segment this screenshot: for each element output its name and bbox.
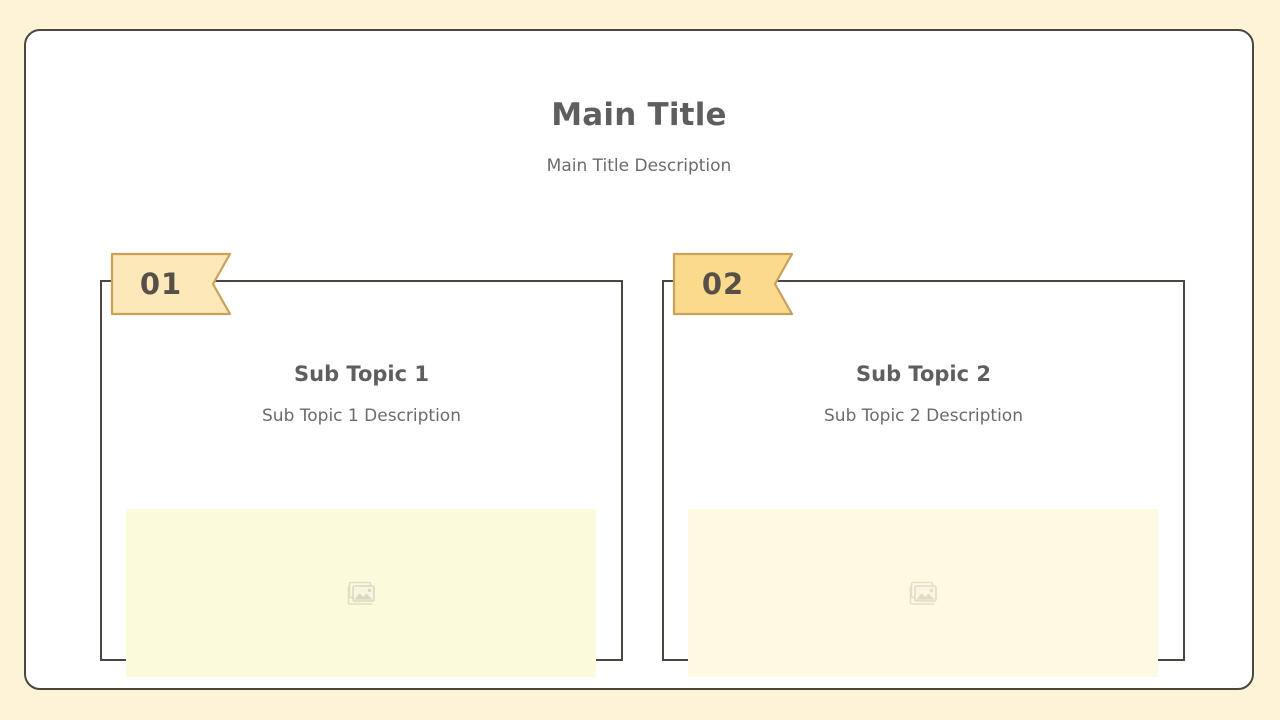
topic-2-image-placeholder[interactable] <box>688 509 1158 677</box>
topic-2-number: 02 <box>701 267 745 301</box>
topic-card-2[interactable]: 02 Sub Topic 2 Sub Topic 2 Description <box>662 251 1185 677</box>
photos-image-icon <box>909 581 937 605</box>
page-title: Main Title <box>551 97 727 133</box>
slide-frame: Main Title Main Title Description 01 Sub… <box>24 29 1254 690</box>
topic-1-image-placeholder[interactable] <box>126 509 596 677</box>
topic-1-title: Sub Topic 1 <box>294 362 429 386</box>
topic-1-description: Sub Topic 1 Description <box>262 406 461 426</box>
topic-2-title: Sub Topic 2 <box>856 362 991 386</box>
page-subtitle: Main Title Description <box>546 156 732 176</box>
topic-2-description: Sub Topic 2 Description <box>824 406 1023 426</box>
photos-image-icon <box>347 581 375 605</box>
topic-1-number: 01 <box>139 267 183 301</box>
ribbon-flag-icon <box>110 252 232 316</box>
topic-1-ribbon: 01 <box>109 251 233 317</box>
topic-2-ribbon: 02 <box>671 251 795 317</box>
ribbon-flag-icon <box>672 252 794 316</box>
topic-card-1[interactable]: 01 Sub Topic 1 Sub Topic 1 Description <box>100 251 623 677</box>
